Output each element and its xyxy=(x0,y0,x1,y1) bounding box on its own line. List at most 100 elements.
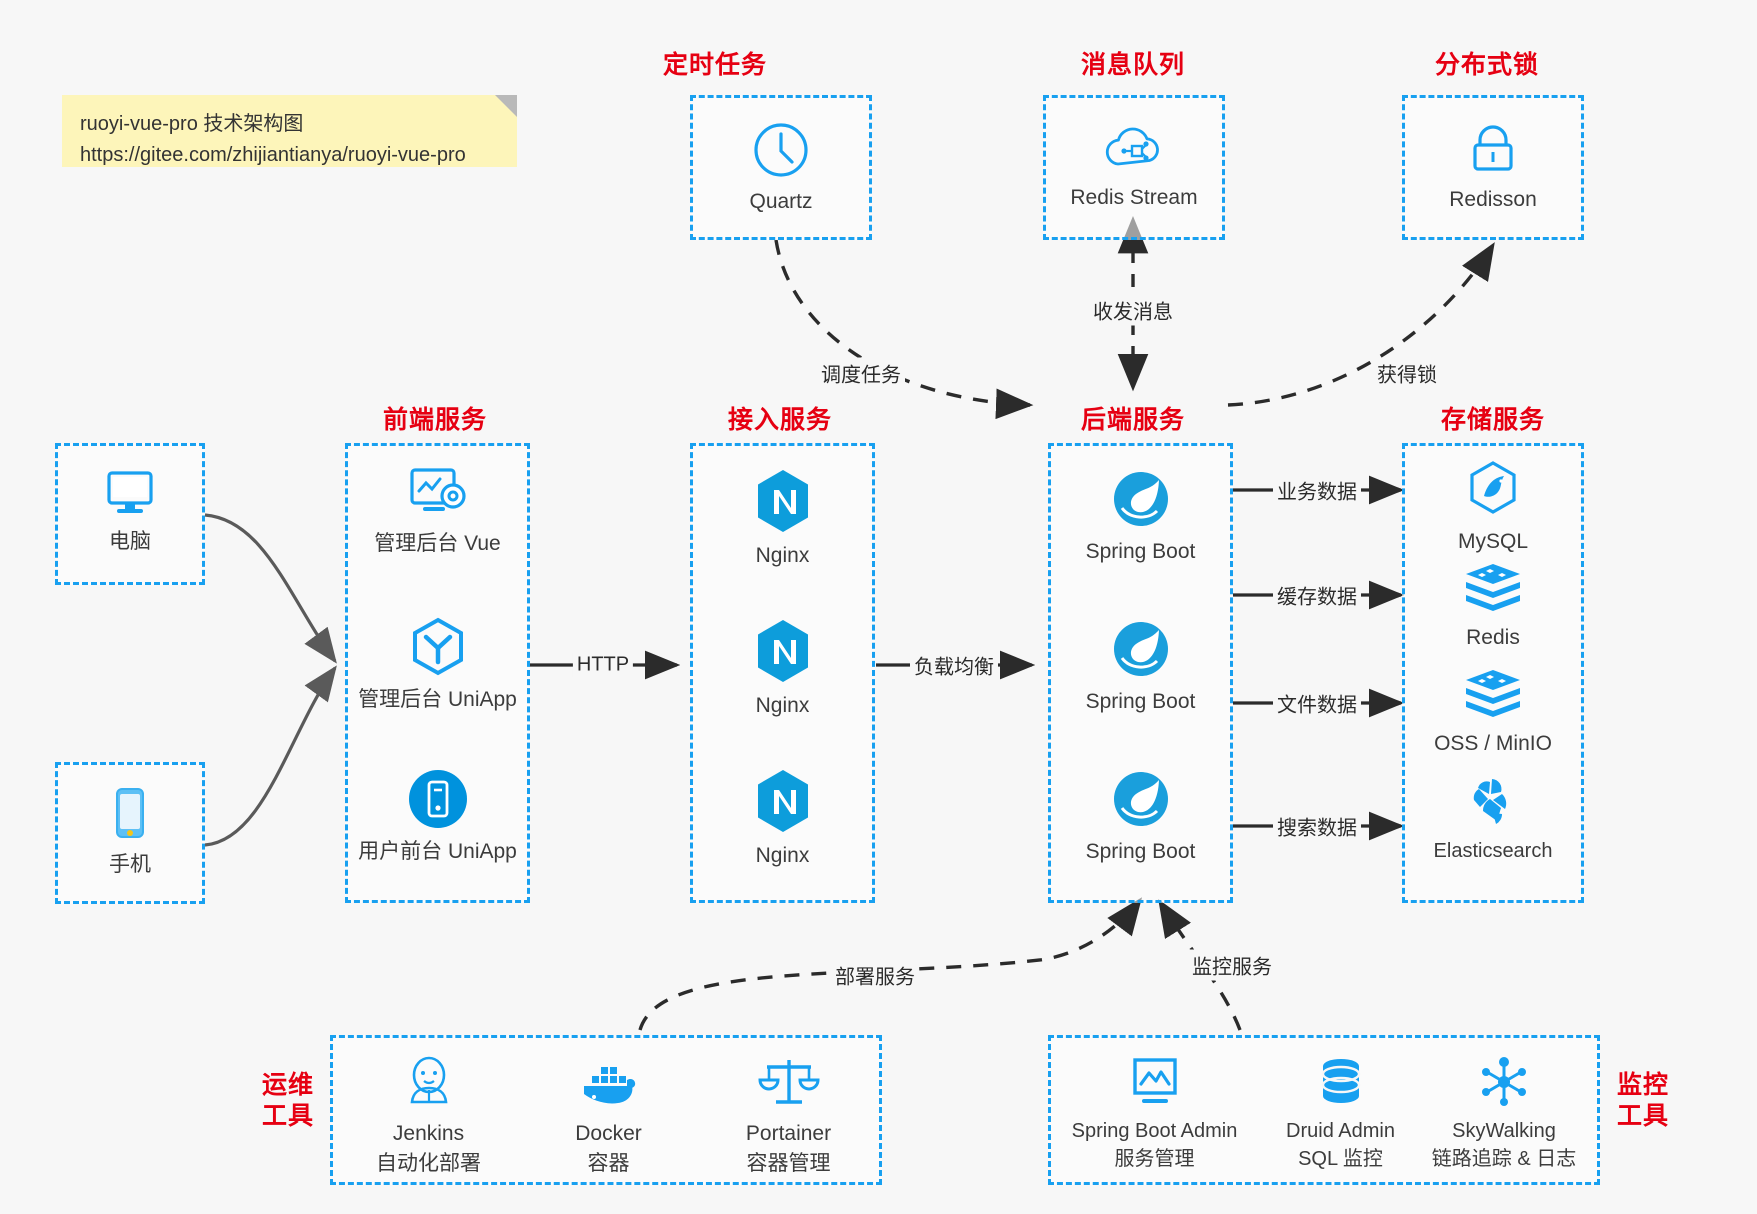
note-fold-corner xyxy=(495,95,517,117)
node-druid-admin[interactable]: Druid Admin SQL 监控 xyxy=(1253,1054,1428,1172)
nginx-icon xyxy=(753,468,813,534)
group-box-storage: MySQL Redis xyxy=(1402,443,1584,903)
edge-label-file-data: 文件数据 xyxy=(1273,687,1361,719)
group-box-devops: Jenkins 自动化部署 xyxy=(330,1035,882,1185)
group-title-monitoring: 监控 工具 xyxy=(1613,1070,1673,1133)
group-box-message-queue: Redis Stream xyxy=(1043,95,1225,240)
node-nginx-3[interactable]: Nginx xyxy=(693,768,872,869)
note-url-line: https://gitee.com/zhijiantianya/ruoyi-vu… xyxy=(80,144,466,166)
node-docker[interactable]: Docker 容器 xyxy=(521,1054,696,1176)
node-admin-uniapp[interactable]: 管理后台 UniApp xyxy=(348,616,527,713)
node-elasticsearch[interactable]: Elasticsearch xyxy=(1405,774,1581,863)
node-redisson[interactable]: Redisson xyxy=(1405,118,1581,213)
group-box-distributed-lock: Redisson xyxy=(1402,95,1584,240)
redis-icon xyxy=(1462,668,1524,722)
edge-label-send-receive-message: 收发消息 xyxy=(1089,294,1177,326)
group-box-frontend: 管理后台 Vue 管理后台 UniApp 用户前台 U xyxy=(345,443,530,903)
nginx-icon xyxy=(753,618,813,684)
node-label-redisson: Redisson xyxy=(1449,188,1537,211)
node-redis[interactable]: Redis xyxy=(1405,562,1581,651)
node-spring-boot-3[interactable]: Spring Boot xyxy=(1051,768,1230,865)
edge-label-load-balance: 负载均衡 xyxy=(910,649,998,681)
node-label-redis: Redis xyxy=(1466,626,1520,649)
group-title-backend: 后端服务 xyxy=(1080,406,1185,434)
edge-label-deploy-service: 部署服务 xyxy=(831,959,919,991)
node-label-phone: 手机 xyxy=(109,853,151,876)
docker-icon xyxy=(578,1054,640,1112)
node-user-uniapp[interactable]: 用户前台 UniApp xyxy=(348,768,527,865)
group-box-gateway: Nginx Nginx Nginx xyxy=(690,443,875,903)
group-box-phone-client: 手机 xyxy=(55,762,205,904)
node-label-nginx-1: Nginx xyxy=(755,544,810,567)
group-box-monitoring: Spring Boot Admin 服务管理 Druid Admin SQL 监… xyxy=(1048,1035,1600,1185)
node-label-admin-uniapp: 管理后台 UniApp xyxy=(358,688,517,711)
edge-label-acquire-lock: 获得锁 xyxy=(1373,357,1441,389)
node-oss-minio[interactable]: OSS / MinIO xyxy=(1405,668,1581,757)
node-portainer[interactable]: Portainer 容器管理 xyxy=(701,1054,876,1176)
node-phone[interactable]: 手机 xyxy=(58,785,202,878)
group-title-monitoring-line1: 监控 xyxy=(1616,1071,1669,1099)
node-label-user-uniapp: 用户前台 UniApp xyxy=(358,840,517,863)
node-label-spring-boot-admin: Spring Boot Admin xyxy=(1071,1120,1238,1142)
node-label-spring-boot-2: Spring Boot xyxy=(1085,690,1196,713)
group-box-backend: Spring Boot Spring Boot Spring Boot xyxy=(1048,443,1233,903)
node-label-docker: Docker xyxy=(575,1122,642,1145)
node-label-jenkins: Jenkins xyxy=(392,1122,465,1145)
group-title-devops: 运维 工具 xyxy=(258,1070,318,1133)
nginx-icon xyxy=(753,768,813,834)
node-sublabel-docker: 容器 xyxy=(587,1151,630,1175)
node-desktop[interactable]: 电脑 xyxy=(58,464,202,555)
node-label-redis-stream: Redis Stream xyxy=(1070,186,1198,209)
node-skywalking[interactable]: SkyWalking 链路追踪 & 日志 xyxy=(1409,1054,1599,1172)
node-sublabel-spring-boot-admin: 服务管理 xyxy=(1114,1148,1195,1171)
node-sublabel-druid-admin: SQL 监控 xyxy=(1298,1148,1383,1171)
node-label-desktop: 电脑 xyxy=(109,530,151,553)
group-title-monitoring-line2: 工具 xyxy=(1616,1102,1669,1131)
skywalking-icon xyxy=(1475,1054,1533,1110)
group-title-scheduled-task: 定时任务 xyxy=(662,51,767,79)
redis-icon xyxy=(1462,562,1524,616)
node-spring-boot-2[interactable]: Spring Boot xyxy=(1051,618,1230,715)
lock-icon xyxy=(1464,118,1522,178)
node-spring-boot-1[interactable]: Spring Boot xyxy=(1051,468,1230,565)
group-title-gateway: 接入服务 xyxy=(727,406,832,434)
node-label-skywalking: SkyWalking xyxy=(1452,1120,1556,1142)
note-title-line: ruoyi-vue-pro 技术架构图 xyxy=(80,113,304,135)
node-label-nginx-2: Nginx xyxy=(755,694,810,717)
edge-phone-to-frontend xyxy=(204,665,337,847)
group-title-devops-line2: 工具 xyxy=(261,1102,314,1131)
node-spring-boot-admin[interactable]: Spring Boot Admin 服务管理 xyxy=(1057,1054,1252,1172)
elasticsearch-icon xyxy=(1464,774,1522,830)
edge-label-monitor-service: 监控服务 xyxy=(1188,949,1276,981)
node-sublabel-jenkins: 自动化部署 xyxy=(376,1151,481,1175)
group-title-distributed-lock: 分布式锁 xyxy=(1434,51,1539,79)
node-sublabel-portainer: 容器管理 xyxy=(746,1151,831,1175)
node-admin-vue[interactable]: 管理后台 Vue xyxy=(348,464,527,557)
dashboard-gear-icon xyxy=(405,464,471,522)
spring-icon xyxy=(1110,768,1172,830)
hexagon-cube-icon xyxy=(408,616,468,678)
monitor-chart-icon xyxy=(1126,1054,1184,1110)
node-label-admin-vue: 管理后台 Vue xyxy=(374,532,501,555)
cloud-stream-icon xyxy=(1102,120,1166,176)
node-redis-stream[interactable]: Redis Stream xyxy=(1046,120,1222,211)
clock-icon xyxy=(751,120,811,180)
edge-label-http: HTTP xyxy=(572,652,634,678)
jenkins-icon xyxy=(400,1054,458,1112)
group-box-desktop-client: 电脑 xyxy=(55,443,205,585)
edge-desktop-to-frontend xyxy=(204,513,337,664)
node-nginx-2[interactable]: Nginx xyxy=(693,618,872,719)
node-label-spring-boot-1: Spring Boot xyxy=(1085,540,1196,563)
node-quartz[interactable]: Quartz xyxy=(693,120,869,215)
mysql-icon xyxy=(1464,460,1522,520)
group-title-frontend: 前端服务 xyxy=(382,406,487,434)
node-label-druid-admin: Druid Admin xyxy=(1286,1120,1395,1142)
node-jenkins[interactable]: Jenkins 自动化部署 xyxy=(341,1054,516,1176)
node-nginx-1[interactable]: Nginx xyxy=(693,468,872,569)
node-label-portainer: Portainer xyxy=(745,1122,832,1145)
node-mysql[interactable]: MySQL xyxy=(1405,460,1581,555)
node-label-oss-minio: OSS / MinIO xyxy=(1434,732,1552,755)
group-title-storage: 存储服务 xyxy=(1440,406,1545,434)
phone-icon xyxy=(108,785,152,843)
